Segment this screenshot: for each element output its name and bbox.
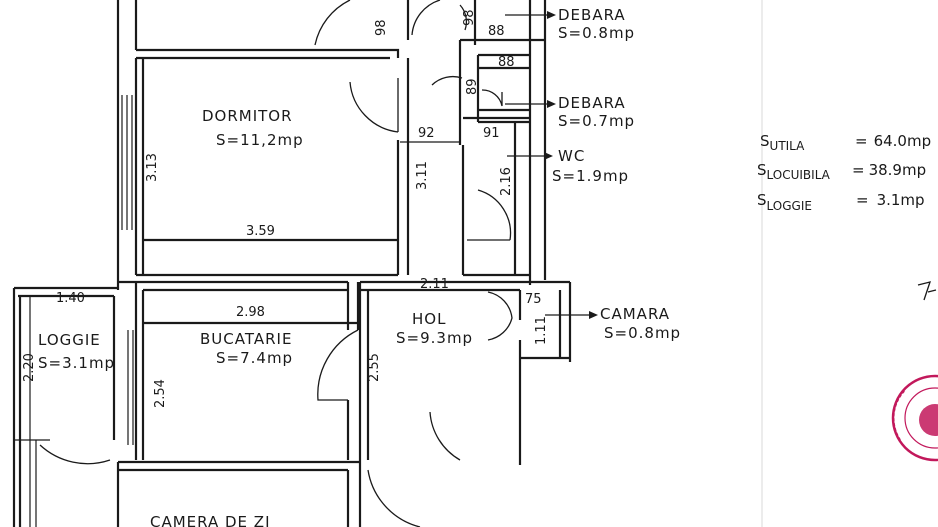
dormitor-area: S=11,2mp bbox=[216, 131, 304, 149]
pointer-arrows bbox=[400, 11, 598, 319]
dormitor-name: DORMITOR bbox=[202, 107, 293, 125]
wall-bucatarie-left bbox=[134, 282, 145, 460]
bucatarie-area: S=7.4mp bbox=[216, 349, 293, 367]
dim-98-b: 98 bbox=[462, 9, 477, 26]
dim-91: 91 bbox=[483, 126, 500, 141]
doors bbox=[39, 0, 513, 527]
door-arc-debara2 bbox=[431, 75, 463, 86]
wall-bucatarie-top bbox=[118, 280, 348, 292]
wall-closets bbox=[460, 0, 545, 124]
wall-dormitor-left bbox=[134, 58, 145, 275]
door-arc-top-room bbox=[314, 0, 351, 46]
window-bucatarie bbox=[127, 330, 134, 445]
wall-top-left bbox=[116, 0, 400, 290]
summary-locuibila: SLOCUIBILA=38.9mp bbox=[757, 161, 926, 182]
handwritten-mark bbox=[917, 281, 937, 301]
dim-2-54: 2.54 bbox=[153, 379, 168, 408]
loggie-name: LOGGIE bbox=[38, 331, 101, 349]
door-arc-camara bbox=[487, 291, 513, 341]
wall-camera-de-zi bbox=[116, 460, 362, 527]
door-arc-dormitor bbox=[349, 78, 399, 133]
walls bbox=[12, 0, 572, 527]
dim-89: 89 bbox=[465, 78, 480, 95]
wall-camara bbox=[518, 282, 572, 465]
dim-3-13: 3.13 bbox=[145, 153, 160, 182]
camara-name: CAMARA bbox=[600, 305, 670, 323]
dimension-labels: 98 98 88 88 89 92 91 3.13 3.11 2.16 3.59… bbox=[22, 9, 549, 408]
summary-utila: SUTILA=64.0mp bbox=[760, 132, 931, 153]
bucatarie-name: BUCATARIE bbox=[200, 330, 292, 348]
dim-1-40: 1.40 bbox=[56, 291, 85, 306]
loggie-area: S=3.1mp bbox=[38, 354, 115, 372]
dim-2-98: 2.98 bbox=[236, 305, 265, 320]
dim-1-11: 1.11 bbox=[534, 316, 549, 345]
hol-area: S=9.3mp bbox=[396, 329, 473, 347]
debara2-area: S=0.7mp bbox=[558, 112, 635, 130]
loggie-rail bbox=[14, 296, 50, 527]
debara2-name: DEBARA bbox=[558, 94, 626, 112]
wall-hol-top bbox=[360, 280, 570, 292]
summary-loggie: SLOGGIE=3.1mp bbox=[757, 191, 925, 213]
dim-92: 92 bbox=[418, 126, 435, 141]
door-arc-bucatarie bbox=[317, 329, 359, 401]
wall-bucatarie-right bbox=[346, 282, 360, 460]
door-arc-debara1-b bbox=[459, 4, 468, 31]
door-arc-entry bbox=[367, 469, 421, 527]
room-labels: DEBARA S=0.8mp DEBARA S=0.7mp DORMITOR S… bbox=[38, 6, 681, 527]
dim-88-a: 88 bbox=[488, 24, 505, 39]
dim-75: 75 bbox=[525, 292, 542, 307]
dim-3-11: 3.11 bbox=[415, 161, 430, 190]
door-arc-debara2-b bbox=[481, 89, 503, 107]
wall-dormitor-right bbox=[396, 58, 410, 275]
wall-right-outer bbox=[528, 0, 547, 285]
dim-2-16: 2.16 bbox=[499, 167, 514, 196]
debara1-name: DEBARA bbox=[558, 6, 626, 24]
debara1-area: S=0.8mp bbox=[558, 24, 635, 42]
window-dormitor bbox=[121, 95, 133, 230]
door-arc-loggie bbox=[39, 444, 111, 465]
wc-area: S=1.9mp bbox=[552, 167, 629, 185]
dim-2-20: 2.20 bbox=[22, 353, 37, 382]
wall-dormitor-bottom bbox=[136, 238, 398, 277]
wall-wc bbox=[463, 116, 530, 277]
wall-loggie bbox=[12, 286, 118, 527]
door-arc-wc bbox=[467, 189, 512, 241]
dim-2-55: 2.55 bbox=[367, 353, 382, 382]
door-arc-debara1 bbox=[411, 0, 441, 36]
wc-name: WC bbox=[558, 147, 585, 165]
dim-3-59: 3.59 bbox=[246, 224, 275, 239]
hol-name: HOL bbox=[412, 310, 446, 328]
camera-de-zi-name: CAMERA DE ZI bbox=[150, 513, 271, 527]
official-stamp bbox=[891, 374, 938, 462]
dim-88-b: 88 bbox=[498, 55, 515, 70]
area-summary: SUTILA=64.0mp SLOCUIBILA=38.9mp SLOGGIE=… bbox=[757, 132, 931, 213]
camara-area: S=0.8mp bbox=[604, 324, 681, 342]
dim-98-a: 98 bbox=[374, 19, 389, 36]
wall-closets-left bbox=[406, 0, 465, 275]
door-arc-hol bbox=[429, 411, 461, 461]
dim-2-11: 2.11 bbox=[420, 277, 449, 292]
wall-hol-left bbox=[358, 282, 370, 460]
wall-bucatarie-bottom bbox=[118, 460, 360, 472]
